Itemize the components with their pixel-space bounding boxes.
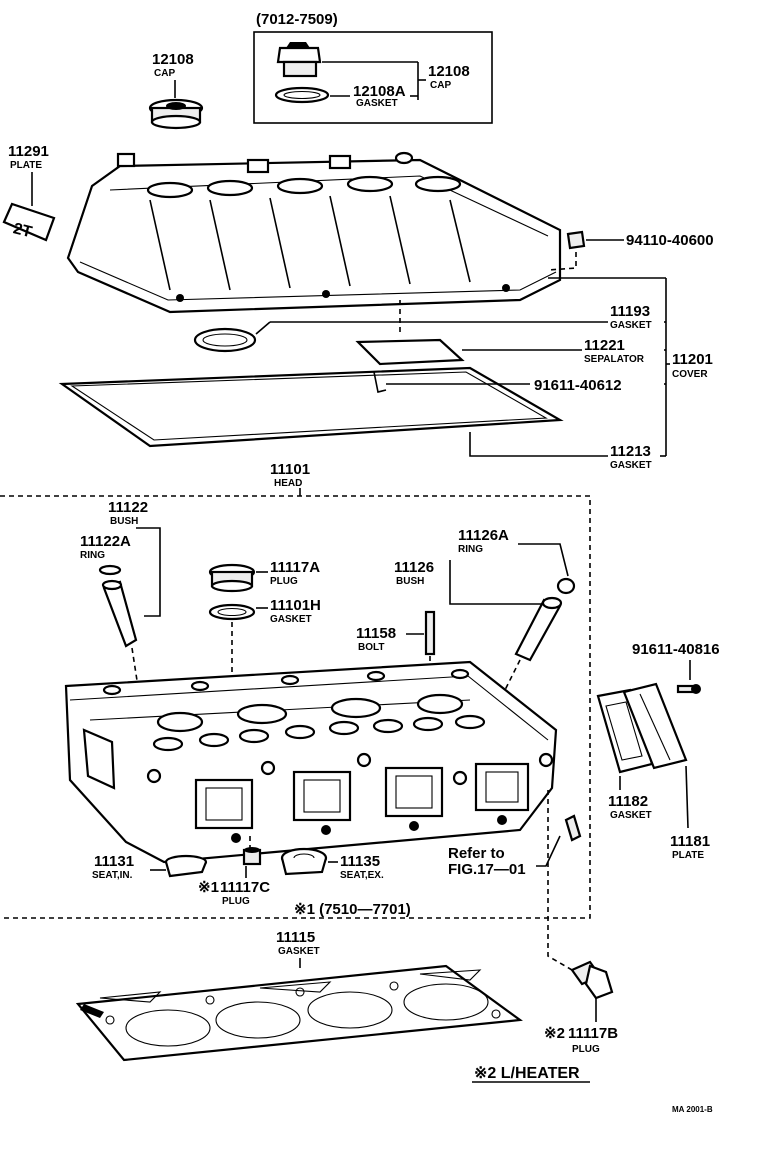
cap-gasket-inset — [274, 86, 330, 104]
plate-2t-number: 11291 — [8, 143, 49, 160]
plug-11117b-name: PLUG — [572, 1044, 600, 1055]
cap-number: 12108 — [152, 51, 194, 68]
separator-part — [355, 338, 465, 366]
diagram-code: MA 2001-B — [672, 1105, 713, 1114]
plug-11117a-part — [208, 563, 256, 593]
gasket-11182-name: GASKET — [610, 810, 652, 821]
bolt-91611-40816-part — [676, 684, 701, 694]
nut-part — [566, 230, 586, 250]
seat-ex-name: SEAT,EX. — [340, 870, 384, 881]
bush-11122-part — [101, 579, 138, 648]
plug-11117b-part — [570, 960, 614, 1000]
stud-part — [564, 814, 582, 842]
plate-2t-part: 2T — [2, 202, 56, 242]
bush-11126-name: BUSH — [396, 576, 424, 587]
plug-11117b-prefix: ※2 — [544, 1025, 565, 1042]
bush-11122-number: 11122 — [108, 499, 148, 516]
cap-group-name: CAP — [430, 80, 451, 91]
ring-11126a-name: RING — [458, 544, 483, 555]
gasket-11213-number: 11213 — [610, 443, 651, 460]
head-gasket-part — [75, 964, 523, 1062]
refer-to-label: Refer to — [448, 845, 505, 862]
head-range-label: ※1 (7510—7701) — [294, 901, 411, 918]
gasket-11101h-name: GASKET — [270, 614, 312, 625]
refer-fig-label: FIG.17—01 — [448, 861, 526, 878]
plate-11181-part — [622, 682, 688, 770]
seat-in-number: 11131 — [94, 853, 134, 870]
seat-in-name: SEAT,IN. — [92, 870, 133, 881]
gasket-11213-part — [58, 366, 564, 448]
head-number: 11101 — [270, 461, 310, 478]
plug-11117b-number: 11117B — [568, 1025, 618, 1042]
bush-11122-name: BUSH — [110, 516, 138, 527]
ring-11126a-number: 11126A — [458, 527, 509, 544]
plate-11181-name: PLATE — [672, 850, 704, 861]
cap-group-number: 12108 — [428, 63, 470, 80]
bolt-91611-number: 91611-40612 — [534, 377, 622, 394]
heater-note-label: ※2 L/HEATER — [474, 1065, 580, 1082]
head-gasket-number: 11115 — [276, 929, 315, 946]
valve-cover-part — [66, 151, 562, 314]
gasket-11182-number: 11182 — [608, 793, 648, 810]
cover-number: 11201 — [672, 351, 713, 368]
gasket-11193-name: GASKET — [610, 320, 652, 331]
bolt-11158-part — [424, 610, 436, 656]
cap-gasket-number: 12108A — [353, 83, 406, 100]
cap-inset-part — [276, 42, 322, 78]
separator-name: SEPALATOR — [584, 354, 645, 365]
plug-11117a-number: 11117A — [270, 559, 320, 576]
gasket-11193-part — [193, 327, 257, 353]
seat-ex-number: 11135 — [340, 853, 380, 870]
bolt-91611-40816-number: 91611-40816 — [632, 641, 720, 658]
separator-number: 11221 — [584, 337, 625, 354]
head-group-boundary — [0, 495, 591, 919]
bush-11126-number: 11126 — [394, 559, 434, 576]
plug-11117c-name: PLUG — [222, 896, 250, 907]
seat-in-part — [164, 854, 208, 878]
cover-name: COVER — [672, 369, 708, 380]
nut-number: 94110-40600 — [626, 232, 714, 249]
head-gasket-name: GASKET — [278, 946, 320, 957]
head-name: HEAD — [274, 478, 302, 489]
plug-11117c-part — [242, 847, 262, 866]
plug-11117c-number: 11117C — [220, 879, 270, 896]
plug-11117a-name: PLUG — [270, 576, 298, 587]
cap-group-box: (7012-7509) — [253, 11, 493, 124]
bush-11126-part — [514, 596, 563, 662]
cap-gasket-name: GASKET — [356, 98, 398, 109]
gasket-11193-number: 11193 — [610, 303, 650, 320]
plate-11181-number: 11181 — [670, 833, 710, 850]
ring-11122a-part — [98, 564, 122, 576]
plate-2t-text: 2T — [11, 220, 33, 241]
ring-11122a-name: RING — [80, 550, 105, 561]
ring-11122a-number: 11122A — [80, 533, 131, 550]
gasket-11101h-number: 11101H — [270, 597, 321, 614]
gasket-11101h-part — [208, 603, 256, 621]
plate-2t-name: PLATE — [10, 160, 42, 171]
ring-11126a-part — [556, 577, 576, 595]
bolt-11158-number: 11158 — [356, 625, 396, 642]
gasket-11213-name: GASKET — [610, 460, 652, 471]
seat-ex-part — [280, 847, 328, 876]
bolt-11158-name: BOLT — [358, 642, 384, 653]
cap-range-label: (7012-7509) — [256, 11, 338, 28]
cylinder-head-part — [64, 660, 558, 864]
cap-name: CAP — [154, 68, 175, 79]
cap-part — [148, 98, 204, 130]
plug-11117c-prefix: ※1 — [198, 879, 219, 896]
